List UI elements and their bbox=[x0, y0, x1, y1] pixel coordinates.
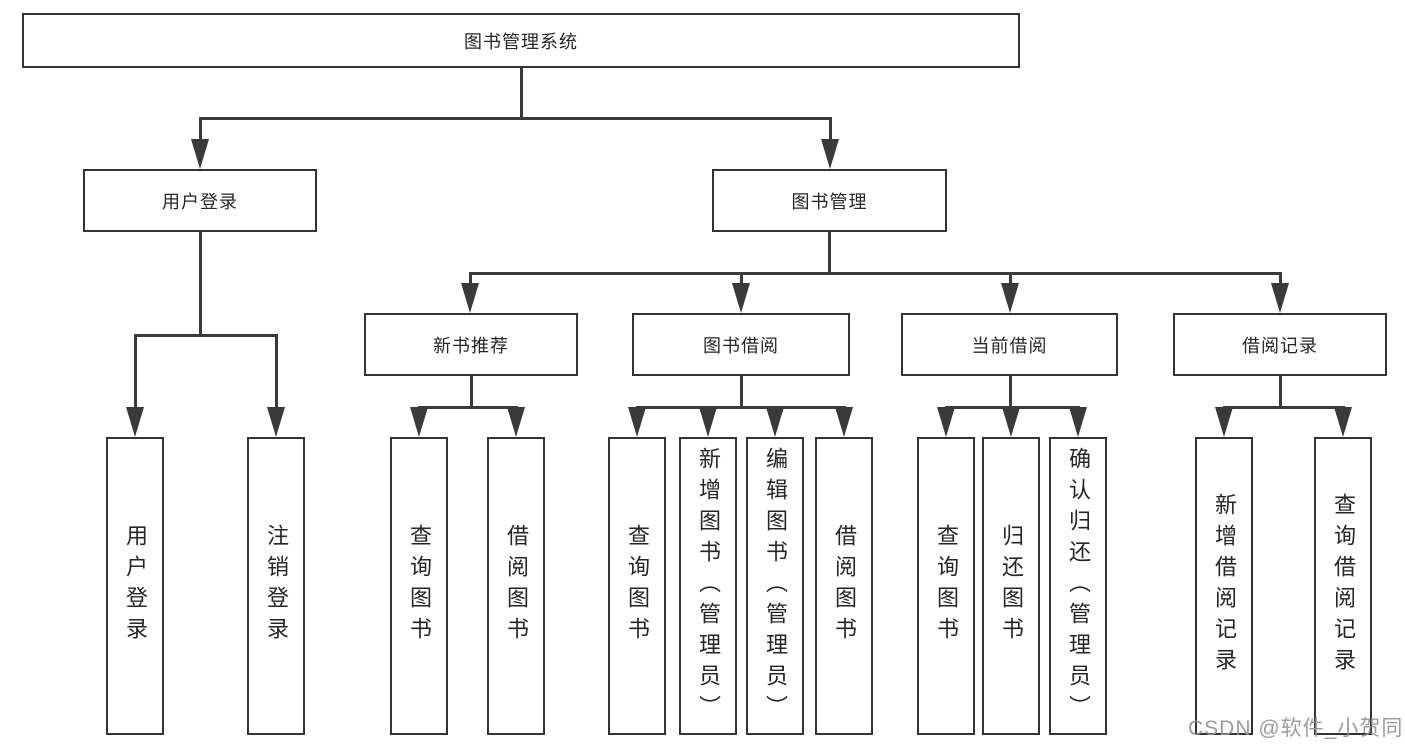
arrowhead-down-icon bbox=[699, 407, 717, 437]
leaf-user-login: 用户登录 bbox=[106, 437, 164, 735]
arrowhead-down-icon bbox=[1002, 407, 1020, 437]
leaf-return-book: 归还图书 bbox=[982, 437, 1040, 735]
node-current-borrowing: 当前借阅 bbox=[901, 313, 1118, 376]
leaf-borrow-book-recommend-label: 借阅图书 bbox=[504, 524, 529, 648]
leaf-query-book-borrowing-label: 查询图书 bbox=[625, 524, 650, 648]
arrowhead-down-icon bbox=[835, 407, 853, 437]
csdn-watermark: CSDN @软件_小贺同学 bbox=[1188, 717, 1405, 740]
connector-line bbox=[199, 117, 831, 120]
connector-line bbox=[134, 334, 278, 337]
arrowhead-down-icon bbox=[126, 407, 144, 437]
connector-line bbox=[470, 375, 473, 407]
arrowhead-down-icon bbox=[821, 139, 839, 169]
node-user-login: 用户登录 bbox=[83, 169, 317, 232]
connector-line bbox=[1223, 406, 1345, 409]
arrowhead-down-icon bbox=[732, 283, 750, 313]
arrowhead-down-icon bbox=[628, 407, 646, 437]
leaf-query-book-current-label: 查询图书 bbox=[934, 524, 959, 648]
leaf-add-borrow-record-label: 新增借阅记录 bbox=[1212, 493, 1237, 679]
node-book-management: 图书管理 bbox=[712, 169, 947, 232]
leaf-add-book-admin: 新增图书（管理员） bbox=[679, 437, 737, 735]
arrowhead-down-icon bbox=[191, 139, 209, 169]
connector-line bbox=[520, 68, 523, 118]
leaf-borrow-book-borrowing-label: 借阅图书 bbox=[832, 524, 857, 648]
leaf-query-borrow-record: 查询借阅记录 bbox=[1314, 437, 1372, 735]
leaf-query-book-borrowing: 查询图书 bbox=[608, 437, 666, 735]
leaf-confirm-return-admin-label: 确认归还（管理员） bbox=[1066, 446, 1091, 726]
arrowhead-down-icon bbox=[410, 407, 428, 437]
connector-line bbox=[469, 272, 1282, 275]
leaf-add-book-admin-label: 新增图书（管理员） bbox=[696, 446, 721, 726]
connector-line bbox=[199, 232, 202, 335]
arrowhead-down-icon bbox=[1001, 283, 1019, 313]
connector-line bbox=[740, 375, 743, 407]
node-book-management-label: 图书管理 bbox=[791, 191, 868, 212]
connector-line bbox=[636, 406, 846, 409]
node-current-borrowing-label: 当前借阅 bbox=[971, 335, 1048, 356]
leaf-confirm-return-admin: 确认归还（管理员） bbox=[1049, 437, 1107, 735]
node-book-borrowing-label: 图书借阅 bbox=[703, 335, 779, 356]
arrowhead-down-icon bbox=[1069, 407, 1087, 437]
arrowhead-down-icon bbox=[937, 407, 955, 437]
connector-line bbox=[275, 334, 278, 427]
leaf-edit-book-admin-label: 编辑图书（管理员） bbox=[763, 446, 788, 726]
node-borrow-records-label: 借阅记录 bbox=[1242, 335, 1318, 356]
connector-line bbox=[829, 117, 832, 155]
node-borrow-records: 借阅记录 bbox=[1173, 313, 1387, 376]
leaf-borrow-book-recommend: 借阅图书 bbox=[487, 437, 545, 735]
connector-line bbox=[418, 406, 518, 409]
leaf-query-borrow-record-label: 查询借阅记录 bbox=[1331, 493, 1356, 679]
connector-line bbox=[828, 232, 831, 273]
arrowhead-down-icon bbox=[267, 407, 285, 437]
node-new-book-recommend-label: 新书推荐 bbox=[433, 335, 509, 356]
leaf-query-book-current: 查询图书 bbox=[917, 437, 975, 735]
connector-line bbox=[199, 117, 202, 155]
leaf-query-book-recommend: 查询图书 bbox=[390, 437, 448, 735]
leaf-user-login-label: 用户登录 bbox=[123, 524, 148, 648]
leaf-logout-label: 注销登录 bbox=[264, 524, 289, 648]
arrowhead-down-icon bbox=[1271, 283, 1289, 313]
leaf-return-book-label: 归还图书 bbox=[999, 524, 1024, 648]
node-book-borrowing: 图书借阅 bbox=[632, 313, 850, 376]
arrowhead-down-icon bbox=[766, 407, 784, 437]
connector-line bbox=[1009, 375, 1012, 407]
arrowhead-down-icon bbox=[461, 283, 479, 313]
arrowhead-down-icon bbox=[507, 407, 525, 437]
leaf-edit-book-admin: 编辑图书（管理员） bbox=[746, 437, 804, 735]
connector-line bbox=[1279, 375, 1282, 407]
node-library-system: 图书管理系统 bbox=[22, 13, 1020, 68]
arrowhead-down-icon bbox=[1215, 407, 1233, 437]
leaf-query-book-recommend-label: 查询图书 bbox=[407, 524, 432, 648]
node-library-system-label: 图书管理系统 bbox=[464, 31, 578, 52]
arrowhead-down-icon bbox=[1334, 407, 1352, 437]
leaf-add-borrow-record: 新增借阅记录 bbox=[1195, 437, 1253, 735]
leaf-logout: 注销登录 bbox=[247, 437, 305, 735]
connector-line bbox=[134, 334, 137, 427]
leaf-borrow-book-borrowing: 借阅图书 bbox=[815, 437, 873, 735]
node-user-login-label: 用户登录 bbox=[162, 191, 238, 212]
node-new-book-recommend: 新书推荐 bbox=[364, 313, 578, 376]
